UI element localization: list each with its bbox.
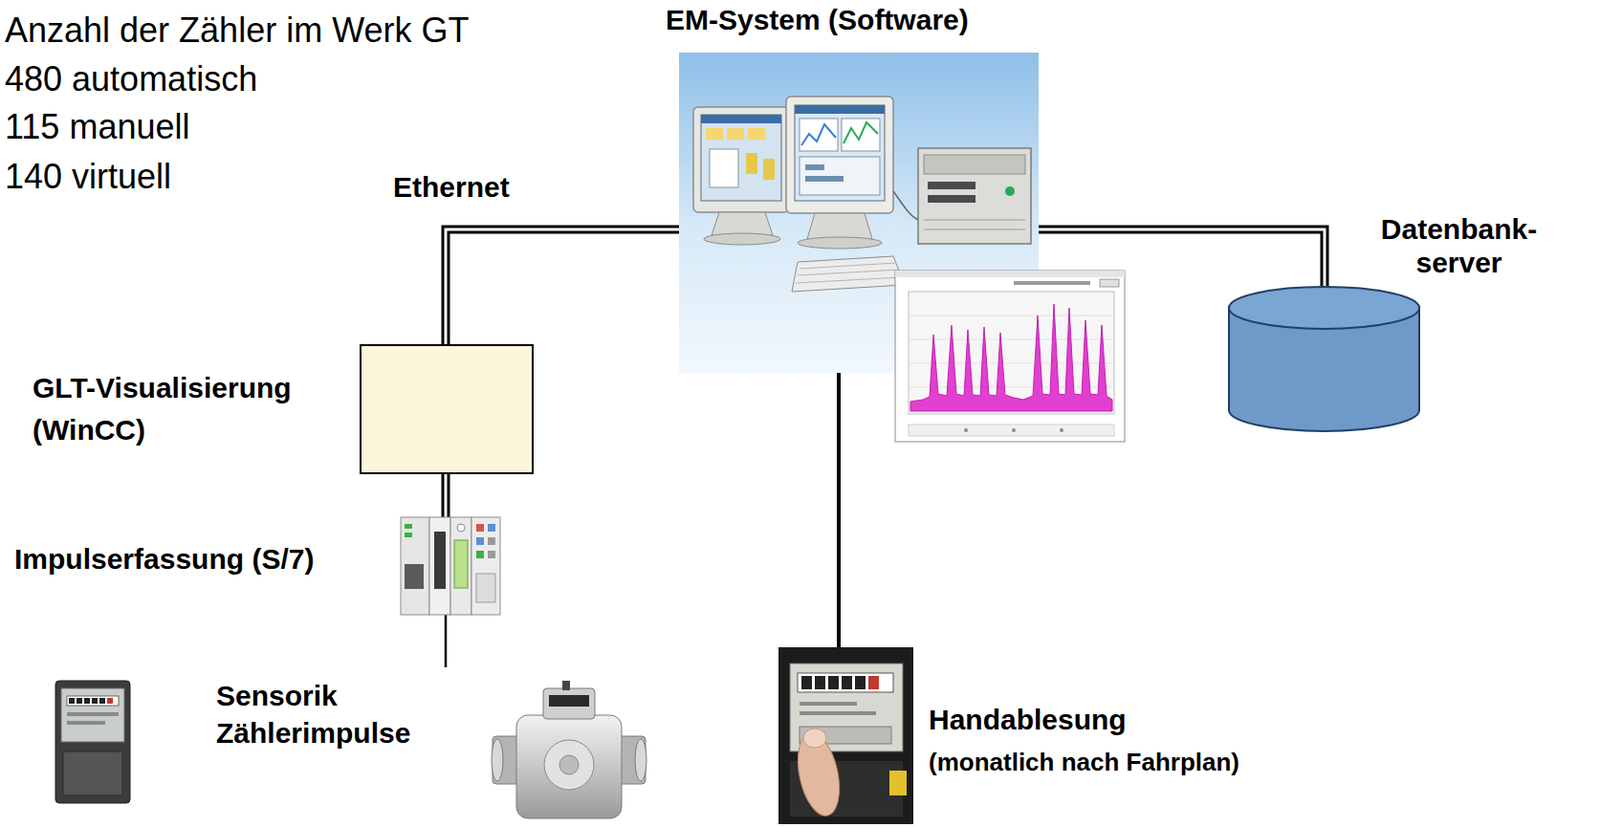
connector-line: [1038, 229, 1325, 286]
note-label-holder: 115 manuell: [4, 107, 190, 147]
note-label: 115 manuell: [4, 107, 190, 147]
ethernet-connector: [838, 372, 840, 648]
em-system-box: EM-System (Software): [679, 52, 1039, 373]
ethernet-connector: [445, 614, 447, 668]
connector-line: [444, 614, 448, 668]
database-cylinder: Datenbank- server: [1227, 285, 1422, 434]
node-label: Sensorik Zählerimpulse: [216, 677, 456, 752]
note-label: Anzahl der Zähler im Werk GT: [4, 10, 469, 50]
connector-inner-line: [1038, 229, 1325, 286]
node-label-holder: GLT-Visualisierung (WinCC): [32, 367, 320, 451]
node-label-holder: EM-System (Software): [665, 2, 969, 38]
database-cylinder-shape: [1227, 285, 1422, 434]
node-label: Impulserfassung (S/7): [14, 542, 314, 577]
em-system-picture: [679, 52, 1039, 373]
gas-meter-picture: [491, 680, 647, 819]
connector-inner-line: [444, 474, 448, 518]
node-label-holder: (monatlich nach Fahrplan): [928, 747, 1240, 778]
node-label: (monatlich nach Fahrplan): [928, 747, 1240, 778]
note-label-holder: 480 automatisch: [4, 59, 258, 99]
manual-reading-photo: Handablesung(monatlich nach Fahrplan): [778, 647, 914, 825]
connector-inner-line: [445, 229, 680, 345]
node-label-holder: Impulserfassung (S/7): [14, 542, 314, 577]
node-label: GLT-Visualisierung (WinCC): [32, 367, 320, 451]
note-label-holder: Anzahl der Zähler im Werk GT: [4, 10, 469, 50]
connector-line: [441, 474, 451, 518]
electricity-meter-picture: [55, 680, 131, 804]
node-label: Datenbank- server: [1356, 213, 1562, 280]
glt-visualisation-box: GLT-Visualisierung (WinCC): [359, 344, 534, 475]
ethernet-connector: [445, 474, 447, 518]
cylinder-top: [1228, 286, 1420, 329]
note-label: 140 virtuell: [4, 156, 172, 197]
plc-module-picture: [400, 517, 501, 615]
node-label-holder: Sensorik Zählerimpulse: [216, 677, 456, 752]
manual-meter-photo-picture: [778, 647, 914, 825]
edge-label: Ethernet: [393, 170, 510, 205]
consumption-chart-window: [895, 270, 1125, 442]
sensor-group: Sensorik Zählerimpulse: [216, 667, 456, 759]
node-label: Handablesung: [928, 702, 1127, 738]
ethernet-connector: [445, 229, 680, 345]
ethernet-connector: [1038, 229, 1325, 286]
node-label-holder: Datenbank- server: [1356, 213, 1562, 280]
note-label-holder: 140 virtuell: [4, 156, 172, 197]
plc-module: Impulserfassung (S/7): [400, 517, 501, 615]
node-label-holder: Handablesung: [928, 702, 1127, 738]
note-label: 480 automatisch: [4, 59, 258, 99]
connector-line: [836, 372, 841, 648]
edge-label-holder: Ethernet: [393, 170, 510, 205]
node-label: EM-System (Software): [665, 2, 969, 38]
connector-line: [445, 229, 680, 345]
